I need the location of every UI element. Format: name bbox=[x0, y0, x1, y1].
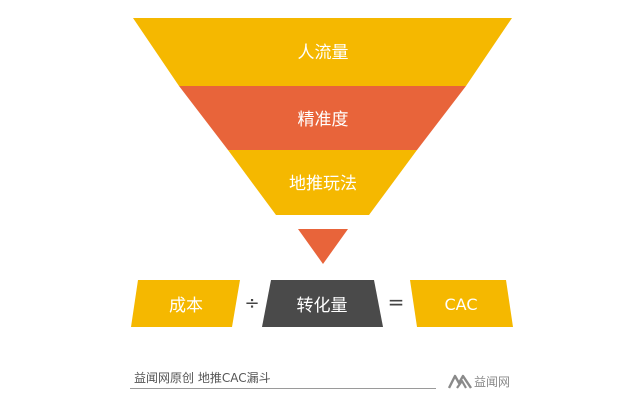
funnel-level-3 bbox=[228, 150, 417, 215]
conversion-label: 转化量 bbox=[297, 296, 348, 316]
equals-operator: = bbox=[388, 290, 405, 314]
caption: 益闻网原创 地推CAC漏斗 bbox=[134, 371, 271, 385]
down-arrow-icon bbox=[298, 229, 348, 264]
funnel-level-2 bbox=[179, 86, 466, 150]
funnel-level-3-label: 地推玩法 bbox=[289, 174, 357, 194]
cost-box bbox=[131, 280, 240, 327]
cac-label: CAC bbox=[444, 295, 477, 314]
brand-logo: 益闻网 bbox=[448, 371, 528, 391]
conversion-box bbox=[262, 280, 383, 327]
yiwen-logo-icon bbox=[448, 374, 472, 389]
cac-box bbox=[410, 280, 513, 327]
funnel-level-2-label: 精准度 bbox=[298, 110, 349, 130]
funnel-level-1 bbox=[133, 18, 512, 86]
brand-text: 益闻网 bbox=[474, 374, 511, 389]
divide-operator: ÷ bbox=[244, 293, 259, 314]
caption-underline bbox=[130, 388, 436, 389]
cost-label: 成本 bbox=[169, 296, 203, 316]
funnel-level-1-label: 人流量 bbox=[298, 43, 349, 63]
